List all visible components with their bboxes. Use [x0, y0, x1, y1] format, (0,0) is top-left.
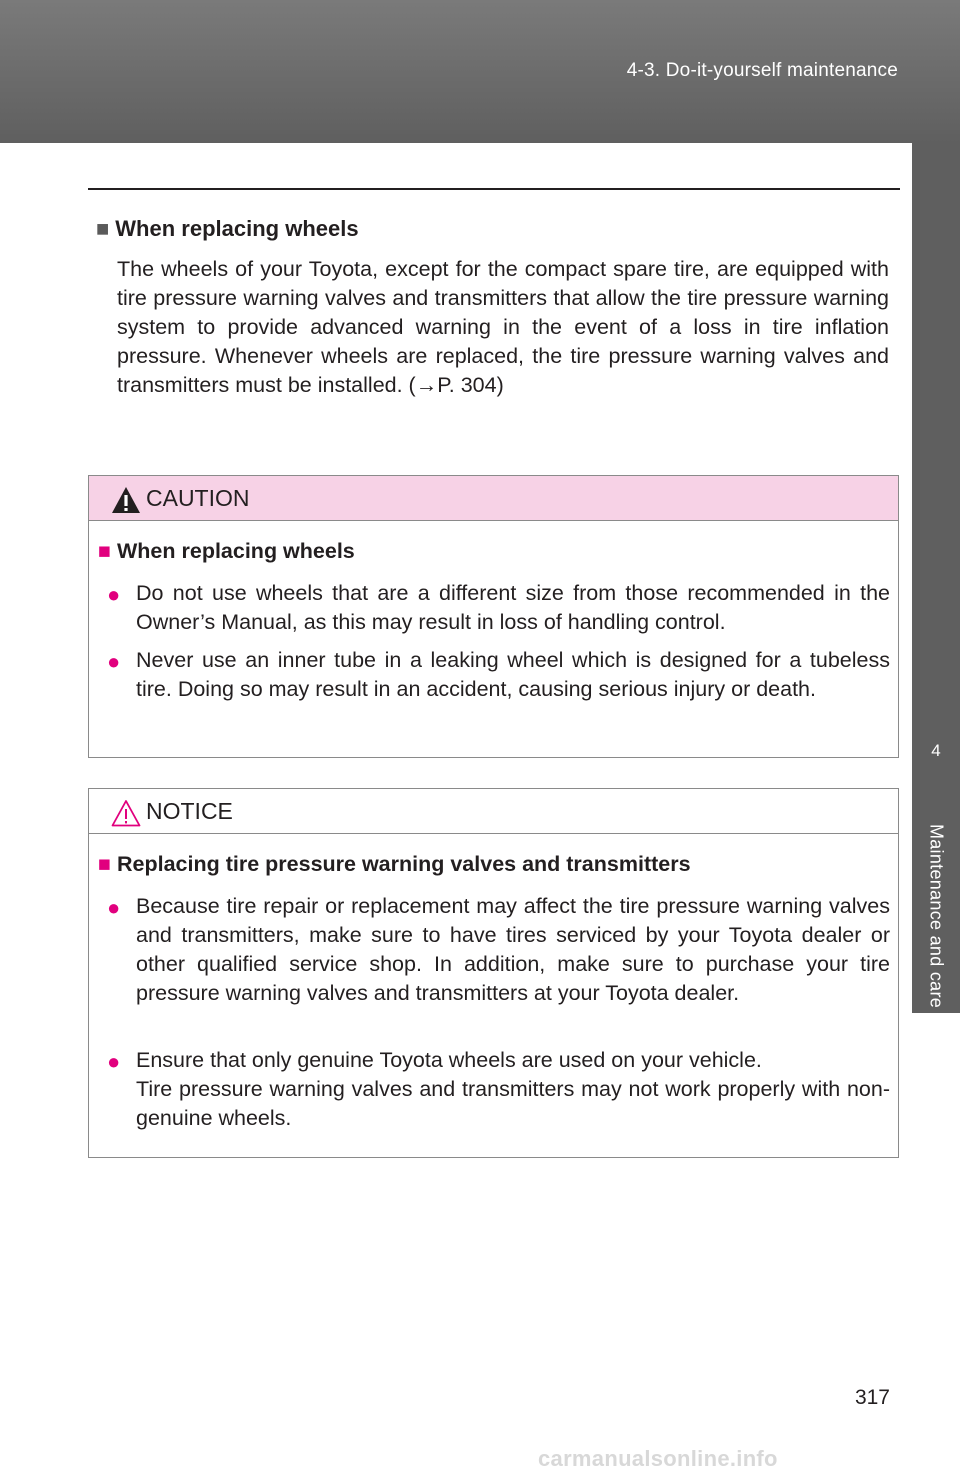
notice-heading: ■Replacing tire pressure warning valves …	[98, 852, 691, 877]
chapter-label: Maintenance and care	[926, 823, 947, 1009]
notice-title: NOTICE	[146, 798, 233, 824]
notice-item: ● Because tire repair or replacement may…	[107, 892, 890, 1008]
chapter-tab[interactable]: 4 Maintenance and care	[912, 691, 960, 1013]
section-divider	[88, 188, 900, 190]
warning-triangle-outline-icon	[111, 800, 141, 827]
watermark: carmanualsonline.info	[538, 1446, 778, 1471]
notice-heading-text: Replacing tire pressure warning valves a…	[117, 852, 691, 876]
square-bullet-icon: ■	[96, 216, 110, 241]
caution-item: ● Never use an inner tube in a leaking w…	[107, 646, 890, 704]
header-bar: 4-3. Do-it-yourself maintenance	[0, 0, 960, 143]
caution-title: CAUTION	[146, 485, 250, 511]
caution-heading: ■When replacing wheels	[98, 539, 355, 564]
notice-header: NOTICE	[89, 789, 898, 834]
page-number: 317	[854, 1386, 890, 1409]
caution-header: CAUTION	[89, 476, 898, 521]
bullet-dot-icon: ●	[107, 1049, 121, 1074]
notice-item-continuation: Tire pressure warning valves and transmi…	[136, 1077, 890, 1130]
caution-heading-text: When replacing wheels	[117, 539, 355, 563]
chapter-number: 4	[931, 741, 941, 760]
caution-item-text: Do not use wheels that are a different s…	[136, 581, 890, 634]
square-bullet-icon: ■	[98, 852, 111, 876]
header-title: 4-3. Do-it-yourself maintenance	[626, 60, 898, 81]
bullet-dot-icon: ●	[107, 582, 121, 607]
section-heading-text: When replacing wheels	[115, 216, 359, 241]
bullet-dot-icon: ●	[107, 895, 121, 920]
notice-item: ● Ensure that only genuine Toyota wheels…	[107, 1046, 890, 1075]
caution-item: ● Do not use wheels that are a different…	[107, 579, 890, 637]
section-body: The wheels of your Toyota, except for th…	[117, 257, 889, 397]
bullet-dot-icon: ●	[107, 649, 121, 674]
square-bullet-icon: ■	[98, 539, 111, 563]
caution-item-text: Never use an inner tube in a leaking whe…	[136, 648, 890, 701]
notice-item-text: Because tire repair or replacement may a…	[136, 894, 890, 1005]
section-heading: ■When replacing wheels	[96, 216, 359, 242]
notice-item-text: Ensure that only genuine Toyota wheels a…	[136, 1048, 762, 1072]
side-tab-spacer	[912, 143, 960, 691]
caution-box: CAUTION ■When replacing wheels ● Do not …	[88, 475, 899, 758]
warning-triangle-icon	[112, 487, 140, 513]
notice-box: NOTICE ■Replacing tire pressure warning …	[88, 788, 899, 1158]
